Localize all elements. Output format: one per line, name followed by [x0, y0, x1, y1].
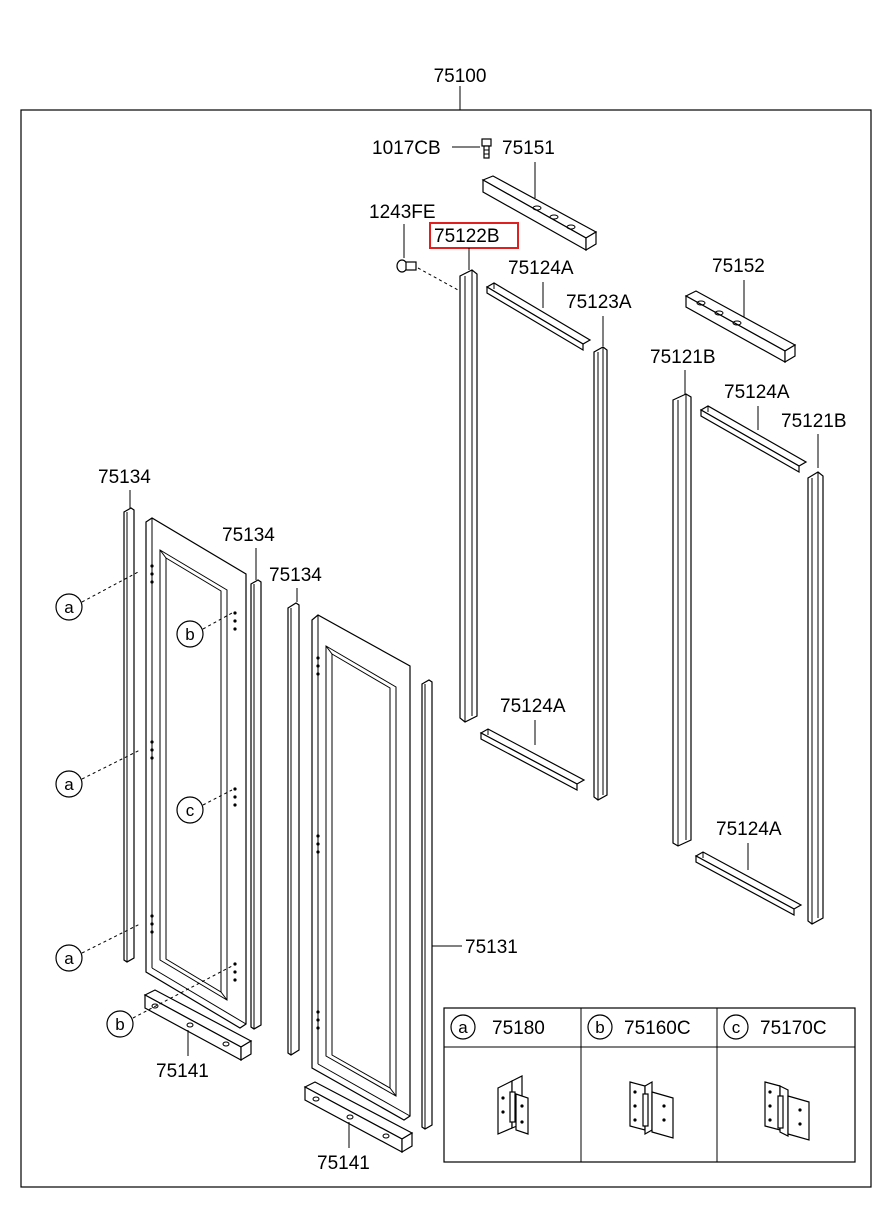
bracket-75151-label[interactable]: 75151: [502, 138, 555, 159]
callout-a-bottom-leader: [81, 923, 141, 954]
strip-75134-a-part: [123, 507, 135, 963]
callout-b-bottom[interactable]: b: [106, 1010, 134, 1038]
screw-1243fe-path: [417, 267, 459, 291]
callout-a-middle[interactable]: a: [55, 770, 83, 798]
legend-item-a[interactable]: a 75180: [450, 1014, 545, 1040]
hinge-75160c-drawing: [629, 1080, 674, 1139]
screw-1243fe-part: [396, 259, 417, 273]
strip-75134-b-label[interactable]: 75134: [222, 525, 275, 546]
post-75121b-left-label[interactable]: 75121B: [650, 347, 716, 368]
base-75141-left-part: [143, 989, 253, 1062]
door-left-part: [145, 517, 247, 1029]
base-75141-left-label[interactable]: 75141: [156, 1061, 209, 1082]
base-75141-right-label[interactable]: 75141: [317, 1153, 370, 1174]
post-75123a-part: [593, 346, 608, 801]
rail-75124a-bottom-right-label[interactable]: 75124A: [716, 819, 782, 840]
callout-a-top-leader: [81, 570, 141, 603]
legend-item-c[interactable]: c 75170C: [723, 1014, 827, 1040]
bolt-1017cb-part: [481, 138, 492, 159]
post-75121b-right-label[interactable]: 75121B: [781, 411, 847, 432]
assembly-label[interactable]: 75100: [434, 66, 487, 87]
callout-c[interactable]: c: [176, 796, 204, 824]
rail-75124a-bottom-left-part: [479, 728, 586, 791]
svg-text:c: c: [732, 1018, 741, 1037]
hinge-holes-left-door: [150, 564, 237, 982]
hinge-holes-right-door: [316, 656, 320, 1030]
assembly-frame: [20, 109, 872, 1188]
rail-75124a-top-right-part: [699, 405, 808, 474]
strip-75134-c-part: [287, 602, 300, 1056]
bracket-75151-part: [481, 175, 598, 252]
callout-b-top[interactable]: b: [176, 620, 204, 648]
callout-a-bottom[interactable]: a: [55, 944, 83, 972]
door-right-part: [311, 614, 411, 1121]
hinge-75170c-drawing: [764, 1081, 810, 1141]
strip-75134-c-label[interactable]: 75134: [269, 565, 322, 586]
hinge-75180-drawing: [497, 1075, 529, 1135]
svg-text:b: b: [185, 625, 194, 644]
svg-text:b: b: [595, 1018, 604, 1037]
legend-item-b[interactable]: b 75160C: [587, 1014, 691, 1040]
callout-a-top[interactable]: a: [55, 593, 83, 621]
strip-75134-a-label[interactable]: 75134: [98, 467, 151, 488]
rail-75124a-top-right-label[interactable]: 75124A: [724, 382, 790, 403]
legend-part-75160c: 75160C: [624, 1018, 691, 1039]
post-75122b-part: [459, 269, 478, 723]
rail-75124a-bottom-left-label[interactable]: 75124A: [500, 696, 566, 717]
rail-75124a-bottom-right-part: [694, 851, 803, 917]
strip-75134-b-part: [250, 579, 262, 1030]
legend-part-75180: 75180: [492, 1018, 545, 1039]
base-75141-right-part: [303, 1081, 414, 1154]
bolt-1017cb-label[interactable]: 1017CB: [372, 138, 441, 159]
bracket-75152-label[interactable]: 75152: [712, 256, 765, 277]
svg-text:a: a: [458, 1018, 468, 1037]
callout-b-bottom-leader: [132, 965, 233, 1019]
svg-text:a: a: [64, 775, 74, 794]
highlight-box-75122b: [429, 222, 519, 249]
rail-75124a-top-left-part: [485, 282, 592, 352]
svg-text:c: c: [186, 801, 195, 820]
svg-text:a: a: [64, 949, 74, 968]
post-75121b-right-part: [807, 471, 824, 925]
rail-75124a-top-left-label[interactable]: 75124A: [508, 258, 574, 279]
svg-text:b: b: [115, 1015, 124, 1034]
svg-text:a: a: [64, 598, 74, 617]
legend-part-75170c: 75170C: [760, 1018, 827, 1039]
callout-a-middle-leader: [81, 749, 141, 780]
post-75123a-label[interactable]: 75123A: [566, 292, 632, 313]
post-75122b-label[interactable]: 75122B: [434, 226, 500, 247]
post-75121b-left-part: [672, 393, 692, 847]
strip-75131-part: [421, 679, 433, 1130]
screw-1243fe-label[interactable]: 1243FE: [369, 202, 436, 223]
strip-75131-label[interactable]: 75131: [465, 937, 518, 958]
bracket-75152-part: [684, 290, 797, 364]
